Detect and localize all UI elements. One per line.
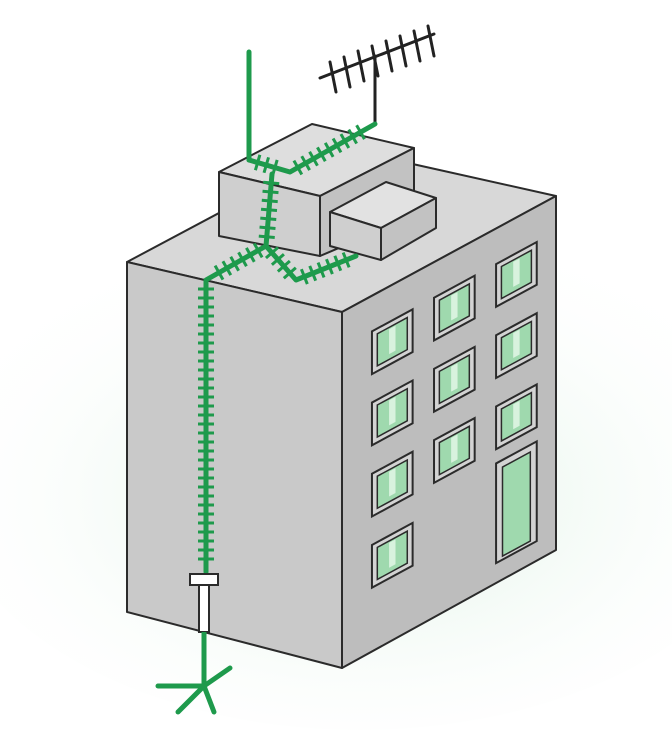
fork-right	[201, 683, 217, 715]
cable-tick	[270, 253, 285, 266]
cable-tick	[308, 265, 318, 282]
outlet-cap	[189, 573, 219, 586]
cable-tick	[253, 154, 262, 171]
cable-tick	[316, 261, 326, 278]
cable-tick	[221, 260, 233, 276]
cable-tick	[316, 146, 327, 163]
cable-network	[198, 49, 378, 575]
window-shine	[451, 292, 458, 321]
tv-antenna-icon	[318, 24, 436, 124]
cable-tick	[213, 264, 225, 281]
outlet-stem	[198, 583, 210, 633]
window-grid	[370, 240, 538, 590]
cable-tick	[237, 251, 248, 268]
cable-tick	[258, 234, 275, 239]
window-shine	[513, 329, 520, 359]
window-shine	[389, 468, 396, 497]
cable-tick	[347, 128, 358, 145]
cable-tick	[229, 256, 240, 272]
fork-far	[201, 665, 233, 689]
front-wall	[126, 261, 343, 669]
cable-tick	[262, 189, 279, 195]
window-shine	[451, 434, 458, 463]
cable-tick	[276, 259, 291, 273]
window-shine	[389, 396, 396, 426]
window-shine	[451, 363, 458, 392]
window-shine	[513, 258, 520, 287]
cable-tick	[261, 198, 278, 204]
door-glass	[501, 450, 532, 558]
cable-tick	[252, 242, 264, 259]
cable-tick	[260, 216, 277, 222]
fork-middle	[175, 683, 207, 715]
cable-tick	[339, 133, 351, 149]
antenna-cable	[246, 121, 378, 175]
cable-tick	[282, 266, 297, 280]
cable-tick	[245, 247, 256, 263]
cable-tick	[355, 124, 366, 140]
cable-tick	[263, 180, 280, 186]
window-shine	[389, 325, 396, 355]
roof-branch-cable	[263, 243, 359, 283]
cable-tick	[331, 137, 343, 154]
window-shine	[389, 539, 396, 568]
cable-tick	[325, 258, 334, 275]
cable-tick	[323, 142, 335, 158]
cable-tick	[300, 155, 311, 171]
cable-tick	[333, 255, 343, 272]
cable-tick	[341, 251, 351, 268]
cable-tick	[264, 246, 279, 260]
cable-tick	[260, 207, 278, 213]
cable-tick	[299, 268, 309, 285]
riser-cable	[203, 243, 269, 575]
window-shine	[513, 400, 520, 430]
cable-tick	[259, 225, 276, 230]
ground-symbol-icon	[155, 573, 233, 715]
cable-tick	[262, 156, 270, 174]
cable-tick	[292, 159, 304, 176]
cable-tick	[308, 151, 319, 167]
small-box-side	[380, 197, 437, 261]
